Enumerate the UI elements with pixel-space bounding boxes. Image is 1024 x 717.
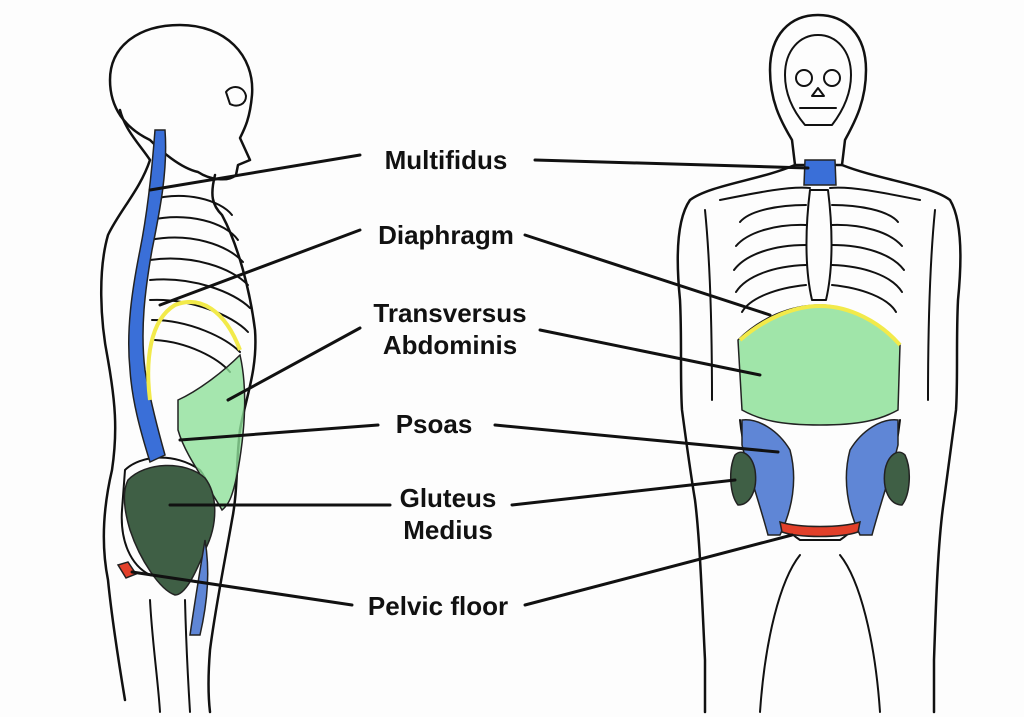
- leader-diaphragm-side: [158, 228, 362, 307]
- label-psoas-text: Psoas: [395, 409, 473, 439]
- side-body-outline-back: [100, 108, 152, 702]
- side-diaphragm-muscle: [146, 300, 242, 401]
- side-ribcage: [149, 194, 251, 373]
- label-pelvic-floor: Pelvic floor: [368, 590, 508, 622]
- label-multifidus: Multifidus: [385, 144, 508, 176]
- front-body-outline-right: [840, 163, 962, 714]
- front-ribcage: [733, 204, 905, 313]
- leader-psoas-side: [178, 423, 380, 442]
- leader-pelvic-floor-front: [523, 533, 794, 607]
- label-psoas: Psoas: [396, 408, 473, 440]
- leader-transversus-side: [226, 326, 362, 402]
- label-multifidus-text: Multifidus: [384, 145, 508, 175]
- front-head-outline: [768, 13, 868, 167]
- side-pelvic-floor-muscle: [116, 561, 138, 579]
- leader-pelvic-floor-side: [130, 570, 354, 607]
- label-pelvic-floor-text: Pelvic floor: [367, 591, 509, 621]
- label-gluteus-line2: Medius: [403, 515, 493, 545]
- label-transversus-abdominis: Transversus Abdominis: [373, 297, 526, 361]
- side-multifidus-muscle: [128, 129, 167, 464]
- leader-multifidus-front: [533, 158, 810, 170]
- leader-psoas-front: [493, 423, 780, 454]
- side-muscles: [116, 129, 246, 636]
- leader-transversus-front: [538, 328, 762, 377]
- side-skull: [108, 23, 254, 181]
- front-pelvic-floor-muscle: [779, 520, 861, 538]
- side-gluteus-muscle: [123, 464, 216, 596]
- label-diaphragm-text: Diaphragm: [378, 220, 514, 250]
- leader-gluteus-front: [510, 478, 737, 507]
- label-gluteus-line1: Gluteus: [399, 483, 497, 513]
- leader-lines: [130, 153, 810, 607]
- leader-diaphragm-front: [523, 233, 772, 317]
- leader-multifidus-side: [148, 153, 362, 192]
- front-muscles: [730, 159, 910, 538]
- front-diaphragm-muscle: [738, 303, 902, 347]
- label-transversus-line1: Transversus: [373, 298, 527, 328]
- label-transversus-line2: Abdominis: [382, 330, 518, 360]
- front-body-outline-left: [676, 163, 797, 714]
- front-gluteus-muscle-right: [883, 451, 910, 506]
- label-diaphragm: Diaphragm: [378, 219, 514, 251]
- label-gluteus-medius: Gluteus Medius: [400, 482, 497, 546]
- front-multifidus-muscle: [803, 159, 837, 186]
